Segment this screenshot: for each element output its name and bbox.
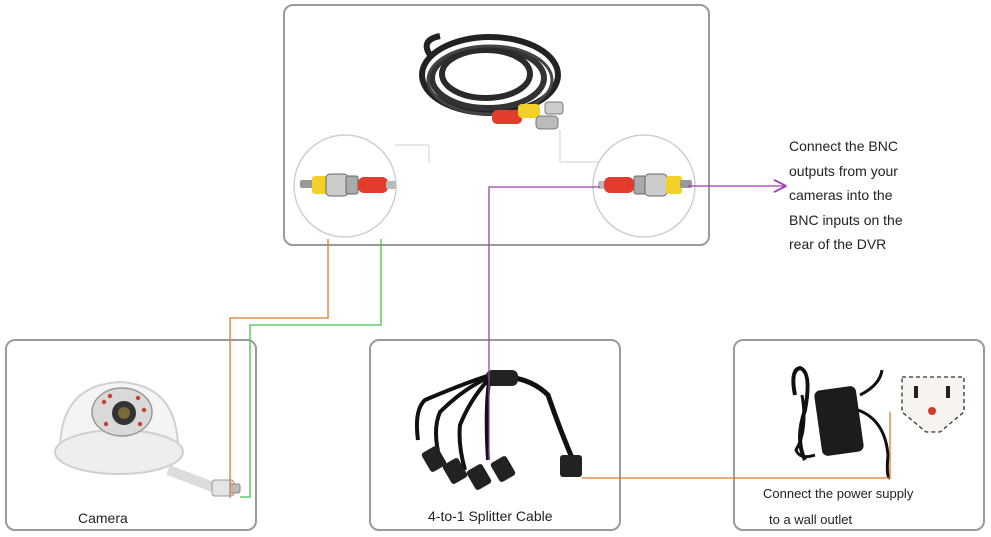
power-adapter-image: [791, 365, 891, 480]
left-connector-zoom: [293, 134, 397, 238]
camera-label: Camera: [78, 510, 128, 526]
coiled-cable-image: [419, 33, 564, 130]
wall-outlet-icon: [901, 376, 965, 433]
power-label-line-2: to a wall outlet: [769, 512, 853, 527]
note-line: cameras into the: [789, 187, 893, 203]
orange-wire-power: [582, 412, 891, 479]
note-line: BNC inputs on the: [789, 211, 903, 228]
green-wire-camera: [240, 239, 382, 498]
dvr-connection-note: Connect the BNC outputs from your camera…: [789, 134, 939, 257]
splitter-label: 4-to-1 Splitter Cable: [428, 508, 553, 524]
power-label-line-1: Connect the power supply: [763, 486, 914, 501]
note-line: outputs from your: [789, 162, 898, 179]
orange-wire-camera: [229, 239, 329, 498]
right-connector-zoom: [592, 134, 696, 238]
note-line: rear of the DVR: [789, 236, 887, 252]
splitter-cable-image: [414, 370, 582, 490]
note-line: Connect the BNC: [789, 138, 898, 154]
dome-camera-image: [54, 380, 241, 497]
purple-wire-splitter: [488, 186, 600, 460]
